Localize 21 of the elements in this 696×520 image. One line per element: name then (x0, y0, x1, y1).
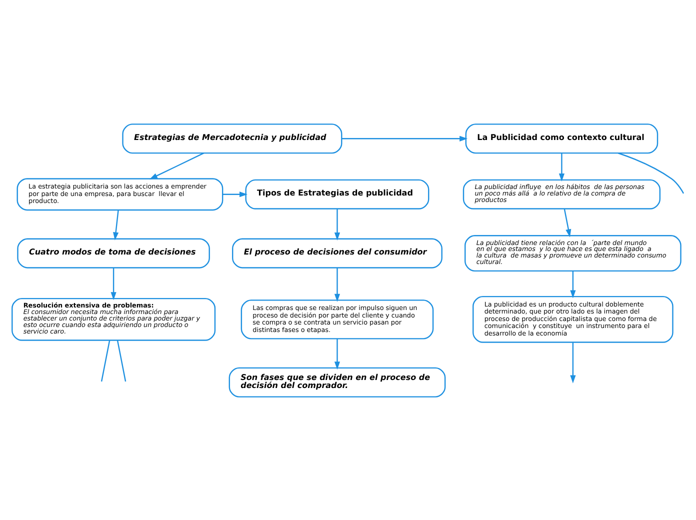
arrow (334, 338, 340, 370)
arrow (558, 152, 565, 182)
arrow (149, 152, 204, 179)
connector (618, 152, 684, 194)
node-box: Cuatro modos de toma de decisiones (17, 238, 210, 268)
arrow (570, 342, 576, 383)
arrow (334, 208, 340, 240)
connector (100, 340, 110, 382)
node-box: Estrategias de Mercadotecnia y publicidad (122, 123, 342, 154)
node-box: El proceso de decisiones del consumidor (232, 238, 442, 268)
arrow (564, 208, 572, 237)
arrow (334, 267, 340, 302)
arrow (113, 210, 119, 240)
node-box: La Publicidad como contexto cultural (465, 123, 658, 154)
connector (116, 340, 126, 382)
node-box: Son fases que se dividen en el proceso de decisión del comprador. (228, 366, 446, 397)
arrow (110, 267, 116, 300)
arrow (570, 270, 576, 298)
arrow (222, 191, 248, 197)
arrow (342, 135, 468, 141)
node-box: Tipos de Estrategias de publicidad (245, 178, 430, 209)
